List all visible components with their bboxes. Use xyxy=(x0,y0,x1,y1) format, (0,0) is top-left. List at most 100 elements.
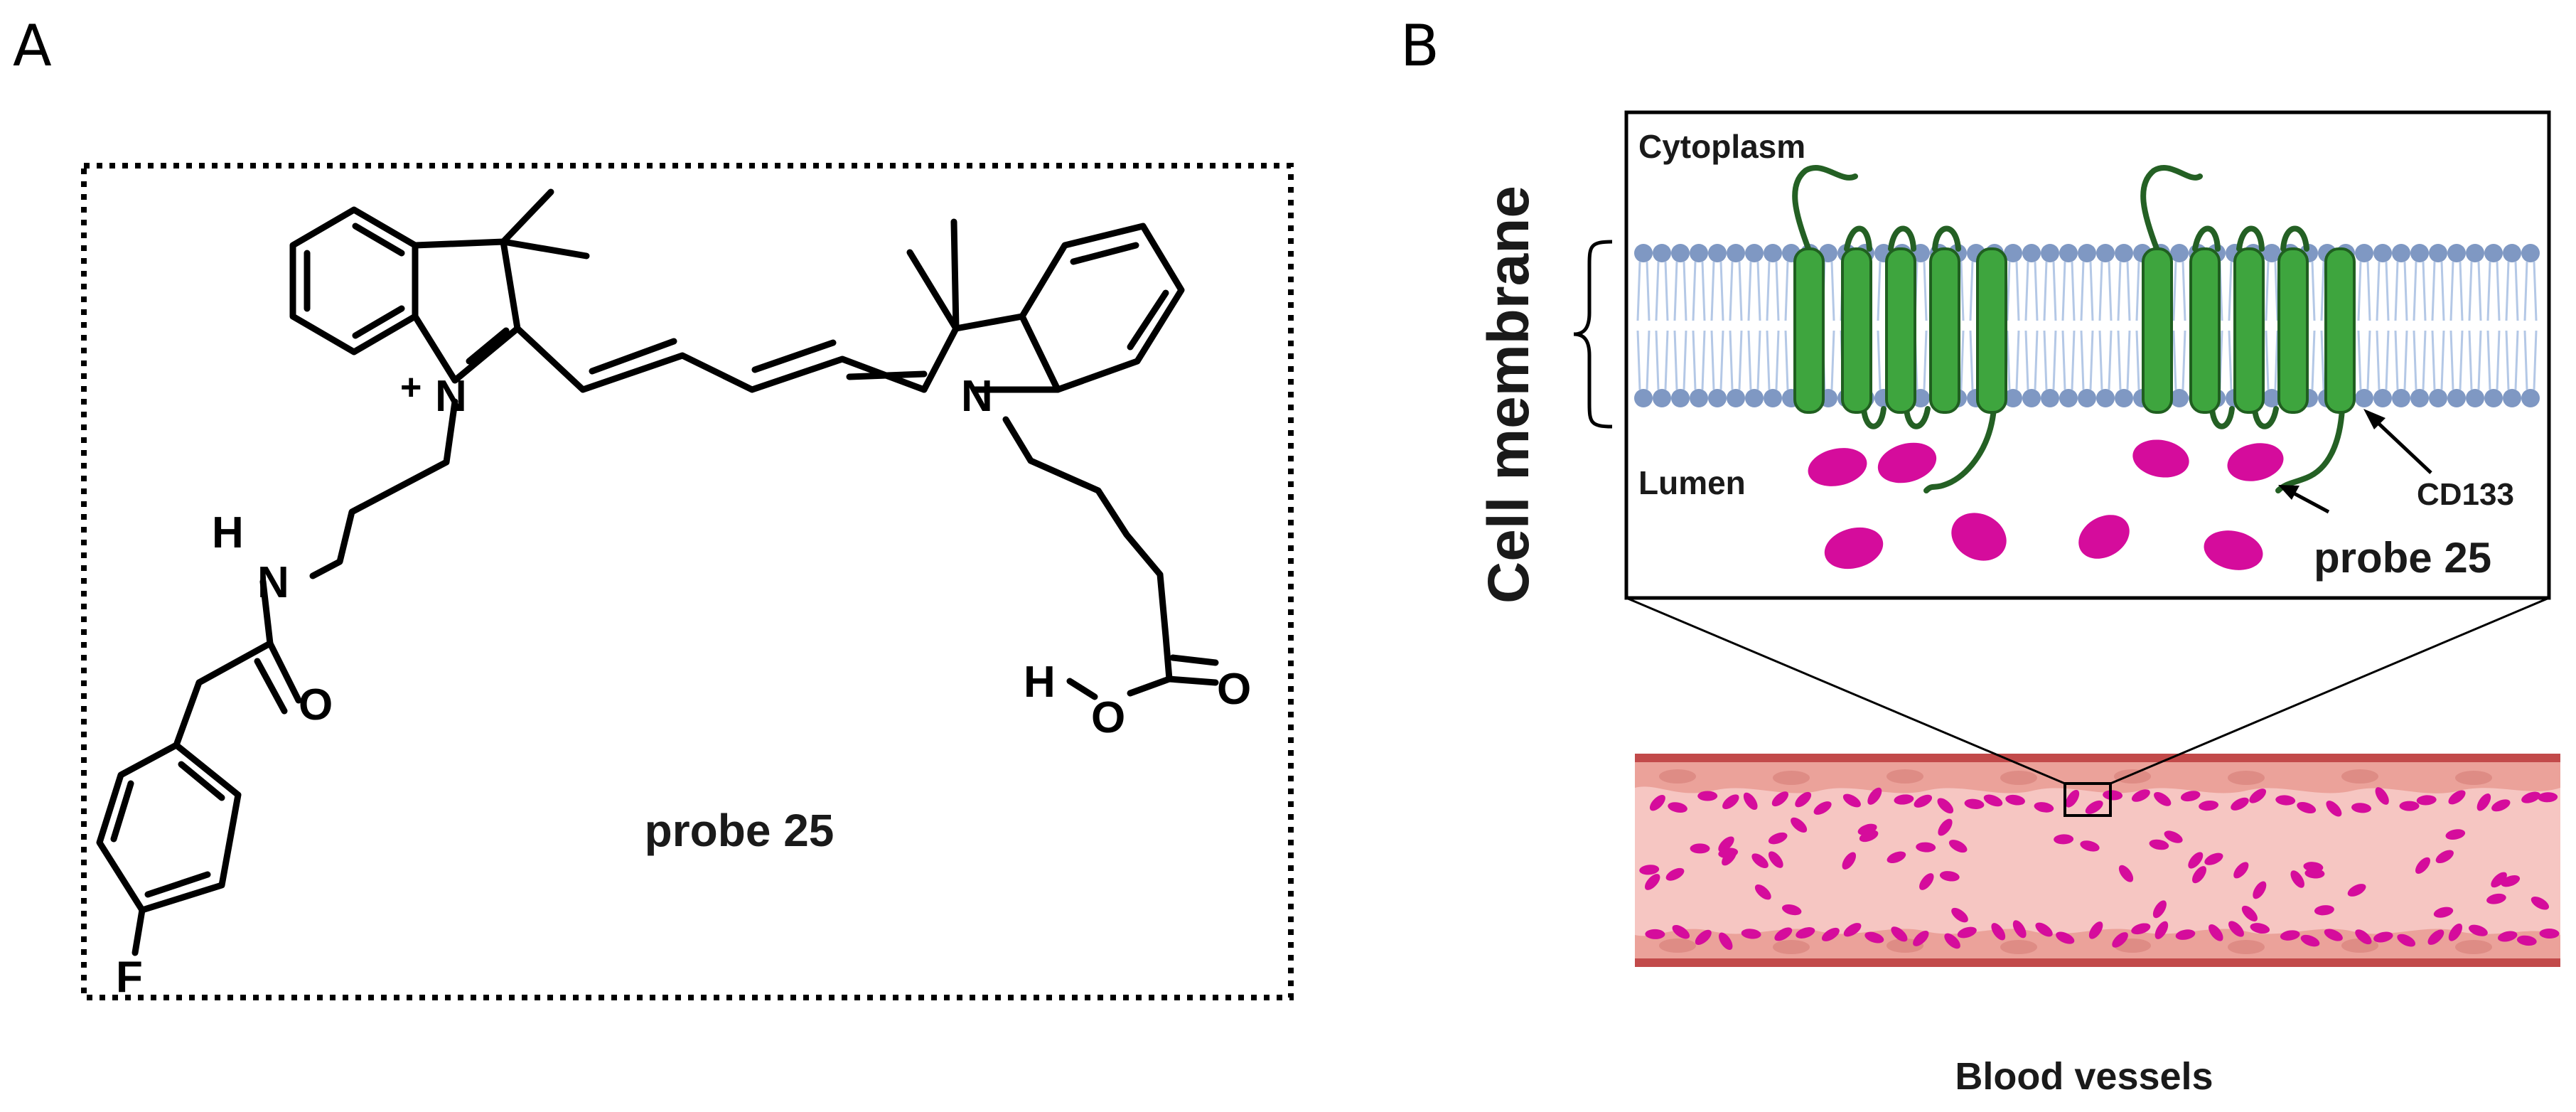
lipid-tail xyxy=(2431,330,2445,390)
vessel-probe-dot xyxy=(1741,929,1761,939)
atom-h-acid: H xyxy=(1024,658,1056,707)
vessel-probe-dot xyxy=(1939,871,1960,882)
lipid-tail xyxy=(2505,261,2519,321)
vessel-probe-dot xyxy=(2199,800,2219,811)
lipid-tail xyxy=(2006,261,2020,321)
vessel-probe-dot xyxy=(2491,872,2507,888)
lipid-tail xyxy=(1729,330,1743,390)
lipid-tail xyxy=(2523,330,2538,390)
lipid-tail xyxy=(1710,261,1724,321)
panel-b-letter: B xyxy=(1400,13,1439,79)
lipid-head xyxy=(2503,244,2521,262)
lipid-head xyxy=(1764,389,1782,407)
blood-vessel xyxy=(1635,754,2560,967)
vessel-probe-dot xyxy=(2180,791,2201,802)
vessel-probe-dot xyxy=(2085,800,2103,814)
lipid-tail xyxy=(2061,330,2076,390)
lipid-head xyxy=(2078,244,2096,262)
lipid-tail xyxy=(2413,330,2427,390)
vessel-probe-dot xyxy=(1842,852,1857,870)
lipid-head xyxy=(1708,244,1727,262)
vessel-probe-dot xyxy=(2486,893,2506,904)
lipid-head xyxy=(1690,244,1708,262)
vessel-probe-dot xyxy=(2516,935,2537,946)
vessel-probe-dot xyxy=(1894,794,1914,805)
vessel-probe-dot xyxy=(2228,921,2244,937)
lipid-tail xyxy=(2024,261,2039,321)
lipid-tail xyxy=(2172,330,2186,390)
lipid-tail xyxy=(2172,261,2186,321)
vessel-probe-dot xyxy=(2355,929,2372,945)
lipid-head xyxy=(2521,389,2540,407)
lipid-tail xyxy=(2006,330,2020,390)
positive-charge-sign: + xyxy=(400,367,422,408)
vessel-probe-dot xyxy=(1796,927,1815,939)
vessel-probe-dot xyxy=(2103,790,2123,801)
vessel-probe-dot xyxy=(2054,834,2074,845)
lipid-tail xyxy=(1729,261,1743,321)
vessel-probe-dot xyxy=(2034,802,2054,813)
lipid-head xyxy=(1708,389,1727,407)
panel-a-caption: probe 25 xyxy=(645,805,834,856)
cytoplasm-label: Cytoplasm xyxy=(1638,128,1805,165)
lipid-head xyxy=(2004,244,2022,262)
lipid-head xyxy=(1653,244,1671,262)
probe-25-structure xyxy=(96,188,1219,956)
lipid-tail xyxy=(1673,261,1687,321)
lipid-head xyxy=(2004,389,2022,407)
vessel-probe-dot xyxy=(2415,857,2430,875)
left-benzene-ring xyxy=(289,206,419,355)
lipid-tail xyxy=(1655,330,1669,390)
probe-dot xyxy=(2204,530,2263,570)
lipid-tail xyxy=(2413,261,2427,321)
pointer-arrows xyxy=(2278,409,2432,514)
membrane-bracket xyxy=(1573,240,1613,429)
lipid-head xyxy=(1634,244,1653,262)
lipid-tail xyxy=(2468,261,2482,321)
vessel-probe-dot xyxy=(2204,852,2223,865)
vessel-probe-dot xyxy=(1718,836,1734,852)
vessel-probe-dot xyxy=(2118,865,2134,882)
membrane-inset-frame xyxy=(1624,110,2551,600)
right-benzene-ring xyxy=(1019,223,1185,393)
vessel-probe-dot xyxy=(1842,793,1861,808)
lipid-tail xyxy=(2449,261,2464,321)
helix xyxy=(1793,247,1825,414)
atom-n-amide: N xyxy=(257,558,289,607)
lipid-tail xyxy=(1766,330,1780,390)
vessel-probe-dot xyxy=(2249,788,2267,803)
vessel-probe-dot xyxy=(1948,840,1968,853)
vessel-probe-dot xyxy=(2154,792,2172,806)
lumen-label: Lumen xyxy=(1638,464,1746,501)
vessel-probe-dot xyxy=(1668,802,1687,813)
vessel-probe-dot xyxy=(2233,862,2249,879)
vessel-probe-dot xyxy=(2297,801,2317,814)
probe-dot xyxy=(1824,527,1884,570)
vessel-probe-dot xyxy=(1951,907,1968,923)
vessel-probe-dot xyxy=(2497,931,2518,942)
vessel-probe-dot xyxy=(1718,932,1733,951)
vessel-probe-dot xyxy=(1690,843,1710,854)
vessel-probe-dot xyxy=(1813,801,1832,815)
lipid-head xyxy=(2115,389,2133,407)
vessel-probe-dot xyxy=(2188,852,2204,869)
probe-label: probe 25 xyxy=(2314,534,2491,582)
lipid-head xyxy=(2078,389,2096,407)
vessel-probe-dot xyxy=(2275,795,2296,806)
atom-o-amide: O xyxy=(299,680,333,729)
vessel-probe-dot xyxy=(2351,803,2371,813)
lipid-head xyxy=(2447,389,2466,407)
lipid-head xyxy=(1727,244,1745,262)
lipid-tail xyxy=(2265,261,2279,321)
vessel-probe-dot xyxy=(1695,929,1712,945)
vessel-probe-dot xyxy=(2056,931,2075,944)
vessel-probe-dot xyxy=(2131,923,2151,935)
vessel-probe-dot xyxy=(2521,791,2541,803)
vessel-probe-dot xyxy=(1913,930,1929,946)
vessel-probe-dot xyxy=(1672,924,1690,939)
vessel-probe-dot xyxy=(1722,794,1739,810)
helix xyxy=(2142,247,2173,414)
lipid-head xyxy=(2373,389,2392,407)
vessel-probe-dot xyxy=(1843,923,1862,937)
vessel-probe-dot xyxy=(1937,798,1954,814)
